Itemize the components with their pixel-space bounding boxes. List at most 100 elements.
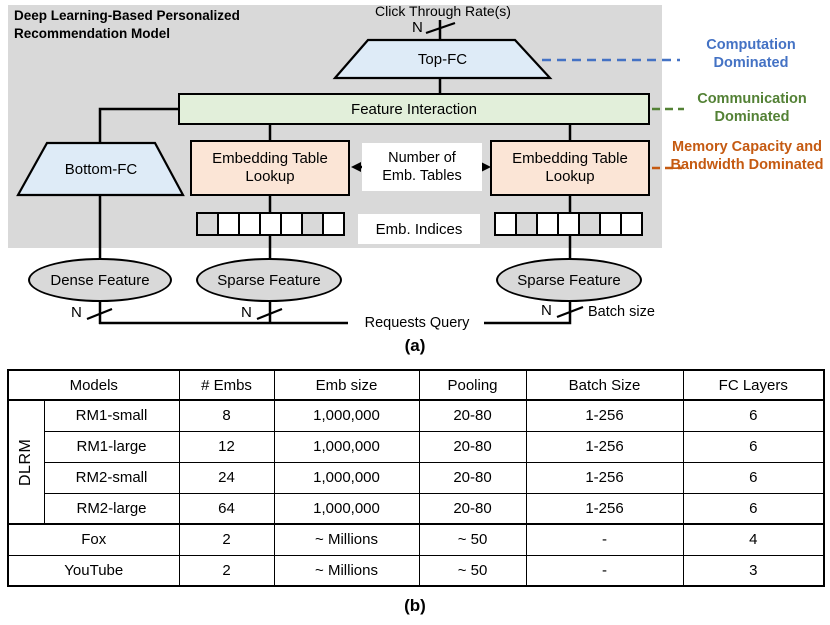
cell-size: 1,000,000 bbox=[273, 430, 420, 463]
cell-size: 1,000,000 bbox=[273, 461, 420, 494]
cell-fc: 6 bbox=[682, 399, 825, 432]
cell-fc: 6 bbox=[682, 430, 825, 463]
cell-pooling: ~ 50 bbox=[418, 554, 527, 587]
emb-index-cell bbox=[259, 212, 282, 236]
cell-embs: 24 bbox=[178, 461, 275, 494]
num-emb-tables-box: Number of Emb. Tables bbox=[362, 143, 482, 191]
emb-index-cell bbox=[280, 212, 303, 236]
embedding-table-lookup-left: Embedding Table Lookup bbox=[190, 140, 350, 196]
caption-b: (b) bbox=[404, 596, 426, 615]
cell-batch: 1-256 bbox=[525, 461, 684, 494]
num-emb-tables-line1: Number of bbox=[388, 150, 456, 166]
table-row: RM1-large 12 1,000,000 20-80 1-256 6 bbox=[8, 430, 825, 463]
cell-pooling: 20-80 bbox=[418, 461, 527, 494]
emb-index-cell bbox=[557, 212, 580, 236]
computation-dominated-label: Computation Dominated bbox=[706, 37, 796, 71]
diagram-title-line2: Recommendation Model bbox=[14, 26, 171, 41]
sparse-feature-ellipse-left: Sparse Feature bbox=[196, 258, 342, 302]
model-spec-table: Models # Embs Emb size Pooling Batch Siz… bbox=[7, 369, 826, 587]
sparse-feature-ellipse-right: Sparse Feature bbox=[496, 258, 642, 302]
communication-dominated-label: Communication Dominated bbox=[697, 91, 807, 125]
embedding-table-lookup-left-label: Embedding Table Lookup bbox=[212, 150, 328, 185]
batch-size-label: Batch size bbox=[588, 304, 655, 320]
cell-model: RM2-large bbox=[43, 492, 180, 525]
cell-pooling: 20-80 bbox=[418, 492, 527, 525]
cell-batch: 1-256 bbox=[525, 399, 684, 432]
n-label-sparse-right: N bbox=[541, 302, 552, 319]
tick-sparse1 bbox=[256, 307, 283, 321]
emb-index-cell bbox=[620, 212, 643, 236]
cell-model: RM2-small bbox=[43, 461, 180, 494]
emb-indices-array-right bbox=[494, 212, 643, 236]
dense-feature-ellipse: Dense Feature bbox=[28, 258, 172, 302]
cell-batch: 1-256 bbox=[525, 430, 684, 463]
emb-index-cell bbox=[536, 212, 559, 236]
n-label-dense: N bbox=[71, 304, 82, 321]
emb-indices-label: Emb. Indices bbox=[375, 220, 463, 238]
diagram-title: Deep Learning-Based Personalized Recomme… bbox=[14, 7, 322, 43]
table-row: Fox 2 ~ Millions ~ 50 - 4 bbox=[7, 523, 825, 556]
n-label-sparse-left: N bbox=[241, 304, 252, 321]
tick-dense bbox=[86, 307, 113, 321]
emb-indices-array-left bbox=[196, 212, 345, 236]
cell-embs: 8 bbox=[178, 399, 275, 432]
emb-index-cell bbox=[515, 212, 538, 236]
table-row: RM2-small 24 1,000,000 20-80 1-256 6 bbox=[8, 461, 825, 494]
cell-fc: 3 bbox=[682, 554, 825, 587]
cell-batch: - bbox=[525, 554, 684, 587]
emb-index-cell bbox=[494, 212, 517, 236]
cell-pooling: 20-80 bbox=[418, 430, 527, 463]
cell-model: RM1-large bbox=[43, 430, 180, 463]
cell-embs: 2 bbox=[178, 523, 275, 556]
click-through-rate-label: Click Through Rate(s) bbox=[375, 3, 511, 19]
dense-feature-label: Dense Feature bbox=[50, 271, 150, 289]
cell-pooling: ~ 50 bbox=[418, 523, 527, 556]
caption-a: (a) bbox=[404, 336, 426, 355]
bus-line-right bbox=[484, 302, 572, 325]
table-row: YouTube 2 ~ Millions ~ 50 - 3 bbox=[7, 554, 825, 587]
cell-fc: 4 bbox=[682, 523, 825, 556]
emb-index-cell bbox=[301, 212, 324, 236]
emb-index-cell bbox=[217, 212, 240, 236]
dlrm-group-label: DLRM bbox=[8, 400, 44, 524]
diagram-title-line1: Deep Learning-Based Personalized bbox=[14, 8, 240, 23]
cell-embs: 12 bbox=[178, 430, 275, 463]
cell-fc: 6 bbox=[682, 492, 825, 525]
emb-indices-box: Emb. Indices bbox=[358, 214, 480, 244]
cell-pooling: 20-80 bbox=[418, 399, 527, 432]
cell-model: RM1-small bbox=[43, 399, 180, 432]
table-header-row: Models # Embs Emb size Pooling Batch Siz… bbox=[7, 369, 825, 401]
header-pooling: Pooling bbox=[418, 369, 527, 401]
cell-batch: 1-256 bbox=[525, 492, 684, 525]
cell-size: ~ Millions bbox=[273, 523, 420, 556]
cell-embs: 64 bbox=[178, 492, 275, 525]
emb-index-cell bbox=[196, 212, 219, 236]
cell-model: YouTube bbox=[7, 554, 180, 587]
cell-batch: - bbox=[525, 523, 684, 556]
header-batch-size: Batch Size bbox=[525, 369, 684, 401]
header-num-embs: # Embs bbox=[178, 369, 275, 401]
cell-size: 1,000,000 bbox=[273, 399, 420, 432]
num-emb-tables-line2: Emb. Tables bbox=[382, 168, 462, 184]
table-row: DLRM RM1-small 8 1,000,000 20-80 1-256 6 bbox=[8, 399, 825, 524]
memory-dominated-label: Memory Capacity and Bandwidth Dominated bbox=[670, 139, 824, 173]
cell-model: Fox bbox=[7, 523, 180, 556]
emb-index-cell bbox=[322, 212, 345, 236]
embedding-table-lookup-right: Embedding Table Lookup bbox=[490, 140, 650, 196]
emb-index-cell bbox=[238, 212, 261, 236]
requests-query-label: Requests Query bbox=[350, 315, 484, 331]
emb-index-cell bbox=[578, 212, 601, 236]
cell-size: 1,000,000 bbox=[273, 492, 420, 525]
feature-interaction-box: Feature Interaction bbox=[178, 93, 650, 125]
sparse-feature-left-label: Sparse Feature bbox=[217, 271, 321, 289]
cell-size: ~ Millions bbox=[273, 554, 420, 587]
top-fc-label: Top-FC bbox=[417, 51, 468, 68]
embedding-table-lookup-right-label: Embedding Table Lookup bbox=[512, 150, 628, 185]
header-emb-size: Emb size bbox=[273, 369, 420, 401]
emb-index-cell bbox=[599, 212, 622, 236]
cell-fc: 6 bbox=[682, 461, 825, 494]
n-label-top: N bbox=[412, 19, 423, 36]
tick-sparse2 bbox=[556, 305, 584, 319]
cell-embs: 2 bbox=[178, 554, 275, 587]
